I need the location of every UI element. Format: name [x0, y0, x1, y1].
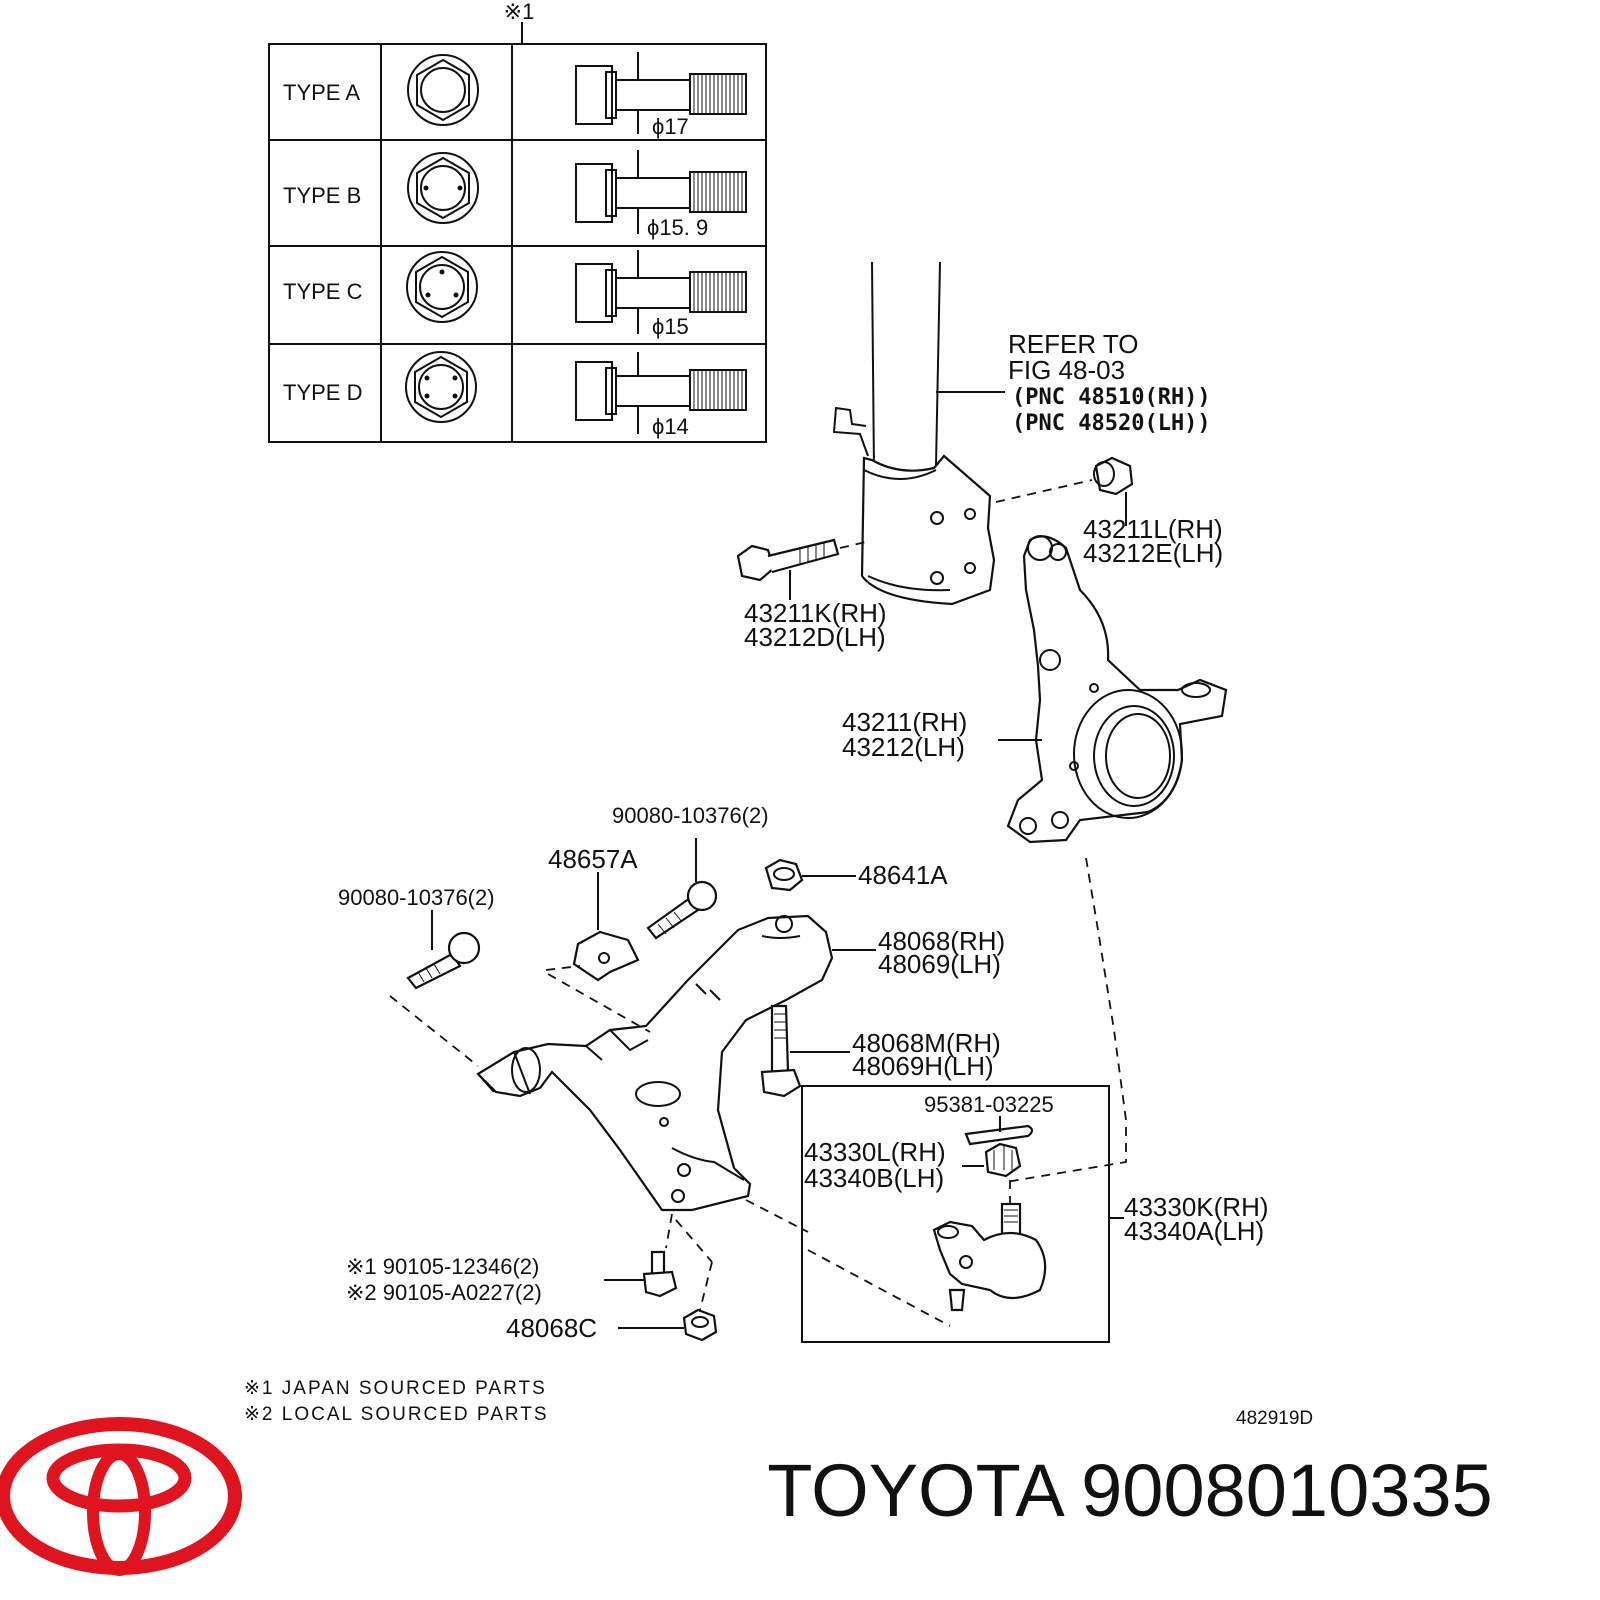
- bolt-head-type-b-icon: [407, 152, 479, 224]
- bolt-type-table: ※1 TYPE A TYPE B TYPE C TYPE D: [268, 0, 767, 443]
- bolt-side-type-d-icon: ϕ14: [575, 352, 747, 439]
- strut-bolt-drawing: [736, 538, 867, 600]
- part-43212e: 43212E(LH): [1083, 538, 1223, 568]
- nut-48641a-drawing: [764, 858, 856, 892]
- part-43211l: 43211L(RH): [1083, 514, 1223, 544]
- steering-knuckle-drawing: [998, 535, 1228, 1183]
- part-43211k: 43211K(RH): [744, 598, 887, 628]
- bolt-48068m-drawing: [760, 1004, 850, 1098]
- bracket-48657a-drawing: [545, 872, 651, 1033]
- refer-line-2: FIG 48-03: [1008, 355, 1125, 385]
- diameter-type-b: ϕ15. 9: [647, 215, 708, 240]
- bolt-90105-drawing: [604, 1213, 678, 1298]
- refer-pnc-rh: (PNC 48510(RH)): [1012, 385, 1211, 410]
- diameter-type-d: ϕ14: [652, 414, 689, 439]
- part-48641a: 48641A: [858, 860, 948, 890]
- part-90105-local: ※2 90105-A0227(2): [346, 1280, 542, 1305]
- bolt-head-type-a-icon: [407, 54, 479, 126]
- part-43340a: 43340A(LH): [1124, 1216, 1264, 1246]
- part-95381: 95381-03225: [924, 1092, 1054, 1117]
- strut-assembly-drawing: [832, 261, 1005, 606]
- bolt-side-type-b-icon: ϕ15. 9: [575, 150, 747, 240]
- diameter-type-c: ϕ15: [652, 314, 689, 339]
- diameter-type-a: ϕ17: [652, 114, 689, 139]
- lower-arm-drawing: [476, 914, 834, 1212]
- table-frame: [268, 43, 767, 443]
- bolt-90080-upper-drawing: [646, 838, 718, 940]
- note-japan: ※1 JAPAN SOURCED PARTS: [244, 1378, 547, 1399]
- type-b-label: TYPE B: [283, 183, 361, 208]
- nut-48068c-drawing: [618, 1219, 718, 1342]
- bolt-side-type-a-icon: ϕ17: [575, 52, 747, 139]
- part-48069h: 48069H(LH): [852, 1051, 994, 1081]
- refer-line-1: REFER TO: [1008, 329, 1139, 359]
- refer-pnc-lh: (PNC 48520(LH)): [1012, 411, 1211, 436]
- part-43212: 43212(LH): [842, 732, 965, 762]
- part-43330l: 43330L(RH): [804, 1137, 946, 1167]
- bolt-head-type-c-icon: [406, 251, 478, 323]
- toyota-logo-icon: [0, 1417, 242, 1576]
- type-c-label: TYPE C: [283, 279, 363, 304]
- castle-nut-drawing: [984, 1142, 1022, 1178]
- part-43330k: 43330K(RH): [1124, 1192, 1269, 1222]
- part-48068m: 48068M(RH): [852, 1028, 1001, 1058]
- cotter-pin-drawing: [964, 1116, 1034, 1146]
- part-48657a: 48657A: [548, 844, 638, 874]
- ball-joint-drawing: [932, 1180, 1124, 1312]
- part-90080-left: 90080-10376(2): [338, 885, 495, 910]
- part-48069: 48069(LH): [878, 949, 1001, 979]
- part-90105-japan: ※1 90105-12346(2): [346, 1254, 539, 1279]
- part-43211: 43211(RH): [842, 707, 967, 737]
- type-a-label: TYPE A: [283, 80, 360, 105]
- part-90080-upper: 90080-10376(2): [612, 803, 769, 828]
- part-48068: 48068(RH): [878, 926, 1005, 956]
- type-d-label: TYPE D: [283, 380, 362, 405]
- ball-joint-kit-box: 95381-03225 43330L(RH) 43340B(LH): [801, 1085, 1124, 1343]
- part-43340b: 43340B(LH): [804, 1163, 944, 1193]
- bolt-head-type-d-icon: [405, 351, 477, 423]
- brand-part-number: TOYOTA 9008010335: [767, 1449, 1492, 1532]
- table-note-mark: ※1: [504, 0, 535, 24]
- note-local: ※2 LOCAL SOURCED PARTS: [244, 1404, 549, 1425]
- strut-nut-drawing: [995, 456, 1134, 526]
- part-43212d: 43212D(LH): [744, 622, 886, 652]
- bolt-90080-left-drawing: [389, 910, 481, 1067]
- bolt-side-type-c-icon: ϕ15: [575, 250, 747, 339]
- part-48068c: 48068C: [506, 1313, 597, 1343]
- figure-code: 482919D: [1236, 1408, 1313, 1429]
